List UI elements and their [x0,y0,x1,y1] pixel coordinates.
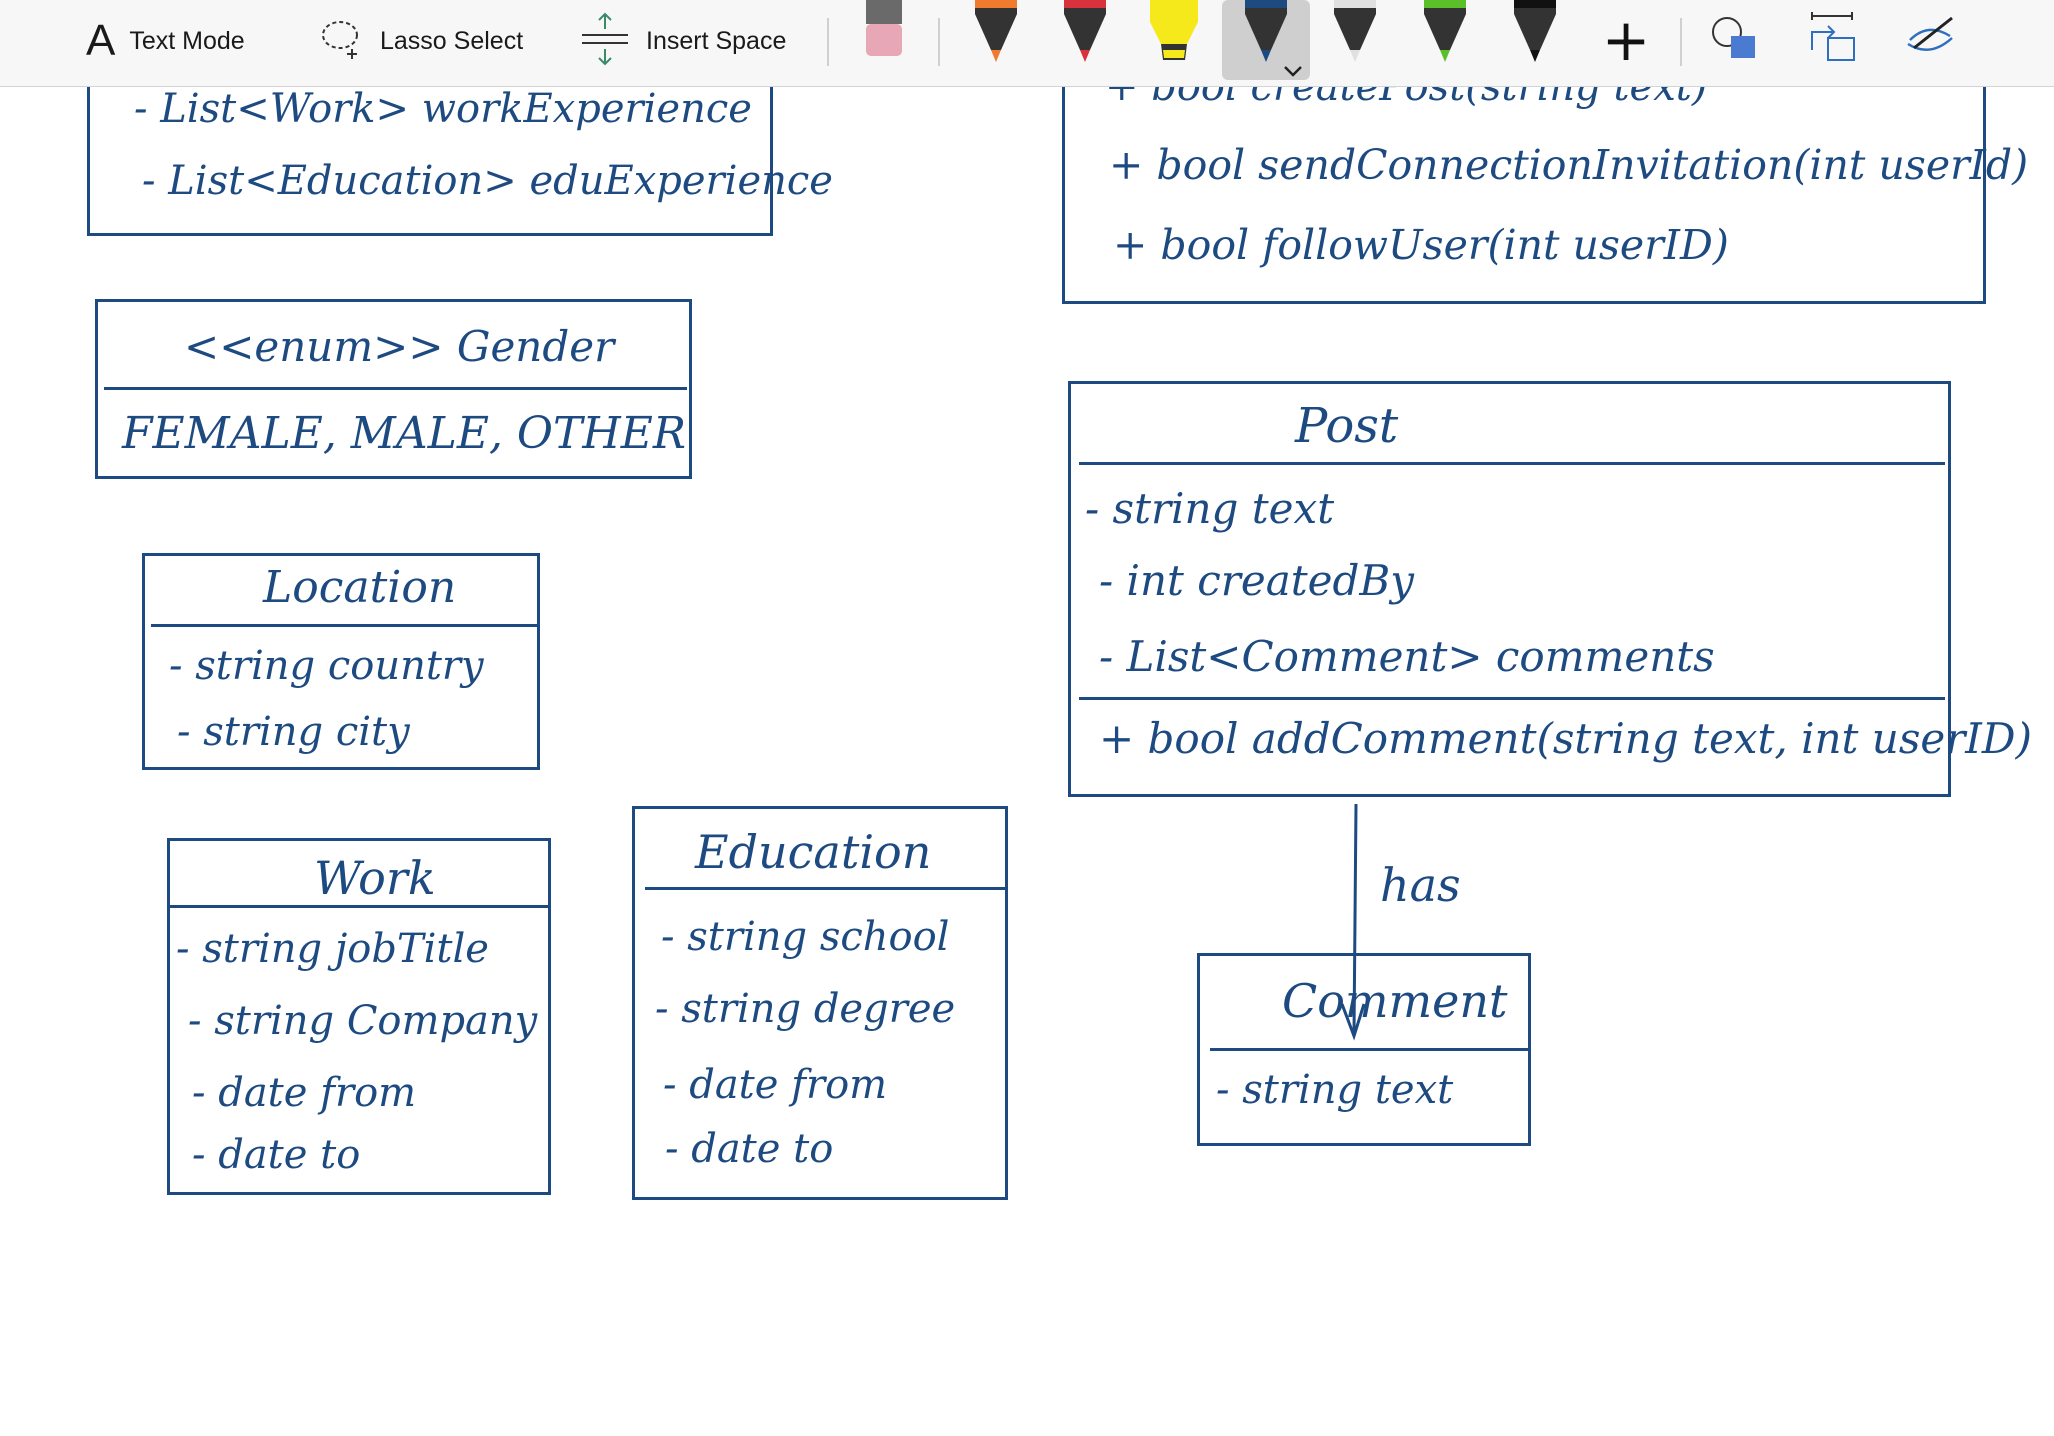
location-class-box: Location - string country - string city [142,553,540,770]
gender-enum-box: <<enum>> Gender FEMALE, MALE, OTHER [95,299,692,479]
silver-pen-icon [1330,0,1380,80]
eraser-button[interactable] [848,0,920,80]
yellow-highlighter-icon [1147,0,1201,80]
comment-class-box: Comment - string text [1197,953,1531,1146]
class-attribute: - int createdBy [1099,556,1414,605]
text-mode-label: Text Mode [129,26,245,55]
toolbar-divider [827,18,829,66]
class-attribute: - List<Comment> comments [1099,632,1715,681]
class-attribute: - string degree [655,986,956,1032]
black-pen-icon [1510,0,1560,80]
relation-label: has [1380,858,1461,912]
blue-pen-icon [1241,0,1291,80]
class-method: + bool followUser(int userID) [1113,221,1729,269]
lasso-icon [318,15,366,68]
class-attribute: - List<Work> workExperience [134,87,752,132]
ink-replay-icon [1804,10,1860,71]
class-title: Location [263,562,457,613]
silver-pen-button[interactable] [1319,0,1391,80]
class-method: + bool createPost(string text) [1105,87,1708,110]
plus-icon: + [1601,6,1651,74]
class-divider [170,905,548,908]
class-attribute: - string Company [188,998,538,1044]
class-attribute: - string jobTitle [176,926,489,972]
work-class-box: Work - string jobTitle - string Company … [167,838,551,1195]
red-pen-icon [1060,0,1110,80]
text-mode-button[interactable]: A Text Mode [86,10,245,72]
insert-space-icon [578,11,632,72]
class-attribute: - date to [192,1132,361,1178]
class-attribute: - string country [169,643,484,689]
ink-to-shape-icon [1709,14,1759,67]
class-attribute: - string school [661,914,950,960]
class-divider [1079,697,1945,700]
orange-pen-icon [971,0,1021,80]
lasso-select-label: Lasso Select [380,26,524,55]
class-title: Work [314,851,436,905]
orange-pen-button[interactable] [960,0,1032,80]
class-method: + bool sendConnectionInvitation(int user… [1109,141,2029,189]
chevron-down-icon[interactable] [1282,64,1304,78]
green-pen-icon [1420,0,1470,80]
class-method: + bool addComment(string text, int userI… [1099,714,2032,763]
add-pen-button[interactable]: + [1594,8,1658,72]
ink-to-math-button[interactable] [1800,8,1864,72]
class-divider [1210,1048,1528,1051]
ink-toolbar: A Text Mode Lasso Select Insert Space [0,0,2054,87]
class-divider [151,624,537,627]
class-divider [645,887,1005,890]
class-title: Education [695,825,932,879]
class-attribute: - string city [177,709,410,755]
insert-space-label: Insert Space [646,26,787,55]
class-title: Post [1295,398,1399,454]
class-attribute: - date from [663,1062,888,1108]
ink-to-text-button[interactable] [1898,8,1962,72]
black-pen-button[interactable] [1499,0,1571,80]
blue-pen-button[interactable] [1222,0,1310,80]
post-class-box: Post - string text - int createdBy - Lis… [1068,381,2032,797]
text-mode-icon: A [86,16,116,65]
class-divider [1079,462,1945,465]
class-title: Comment [1282,974,1508,1028]
class-attribute: - string text [1085,484,1335,533]
insert-space-button[interactable]: Insert Space [578,10,786,72]
user-class-box-partial: - List<Work> workExperience - List<Educa… [87,87,833,236]
lasso-select-button[interactable]: Lasso Select [318,10,523,72]
yellow-highlighter-button[interactable] [1138,0,1210,80]
ink-canvas[interactable]: - List<Work> workExperience - List<Educa… [0,87,2054,1436]
class-title: <<enum>> Gender [184,322,615,371]
class-divider [104,387,687,390]
class-attribute: - string text [1216,1067,1454,1113]
toolbar-divider [938,18,940,66]
class-attribute: - date from [192,1070,417,1116]
ink-to-shape-button[interactable] [1702,8,1766,72]
user-methods-box-partial: + bool createPost(string text) + bool se… [1062,87,2028,304]
eraser-icon [862,0,906,80]
green-pen-button[interactable] [1409,0,1481,80]
class-attribute: - date to [665,1126,834,1172]
enum-values: FEMALE, MALE, OTHER [122,408,686,459]
red-pen-button[interactable] [1049,0,1121,80]
toolbar-divider [1680,18,1682,66]
education-class-box: Education - string school - string degre… [632,806,1008,1200]
class-attribute: - List<Education> eduExperience [142,158,833,204]
pen-hide-icon [1904,14,1956,67]
has-relation-arrow [1340,803,1366,1041]
